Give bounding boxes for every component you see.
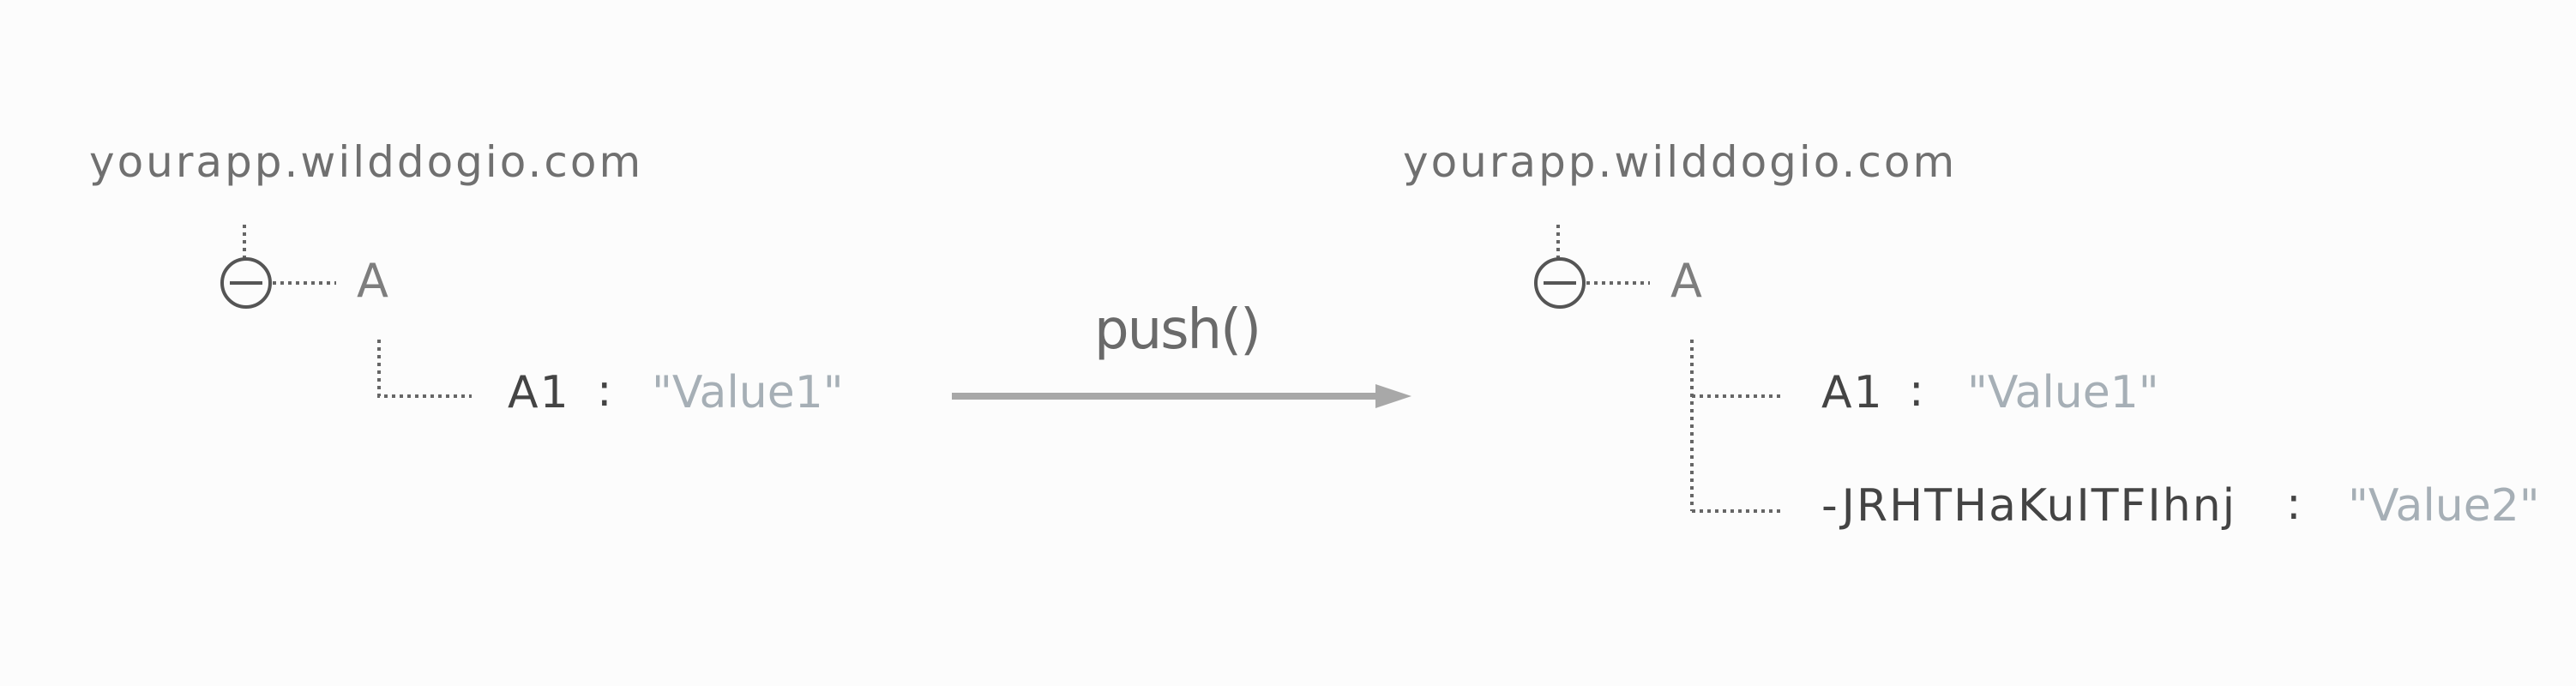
- right-child-value-2: "Value2": [2348, 480, 2540, 532]
- push-arrow: [952, 384, 1411, 408]
- right-node-key: A: [1670, 254, 1702, 308]
- left-child-key-1: A1: [508, 367, 570, 418]
- left-node-key: A: [357, 254, 388, 308]
- right-collapse-minus-circle-icon[interactable]: [1534, 257, 1586, 309]
- right-root-url: yourapp.wilddogio.com: [1403, 137, 1958, 187]
- right-child-key-1: A1: [1821, 367, 1884, 418]
- push-label: push(): [1094, 298, 1261, 362]
- right-child-colon-1: :: [1909, 365, 1924, 417]
- left-child-colon-1: :: [597, 365, 612, 417]
- right-child-colon-2: :: [2286, 478, 2302, 530]
- left-child-value-1: "Value1": [652, 367, 844, 418]
- left-root-url: yourapp.wilddogio.com: [89, 137, 644, 187]
- left-child-connector: [377, 340, 472, 398]
- right-child-value-1: "Value1": [1967, 367, 2159, 418]
- left-collapse-minus-circle-icon[interactable]: [220, 257, 272, 309]
- right-child-key-2: -JRHTHaKuITFIhnj: [1821, 480, 2237, 532]
